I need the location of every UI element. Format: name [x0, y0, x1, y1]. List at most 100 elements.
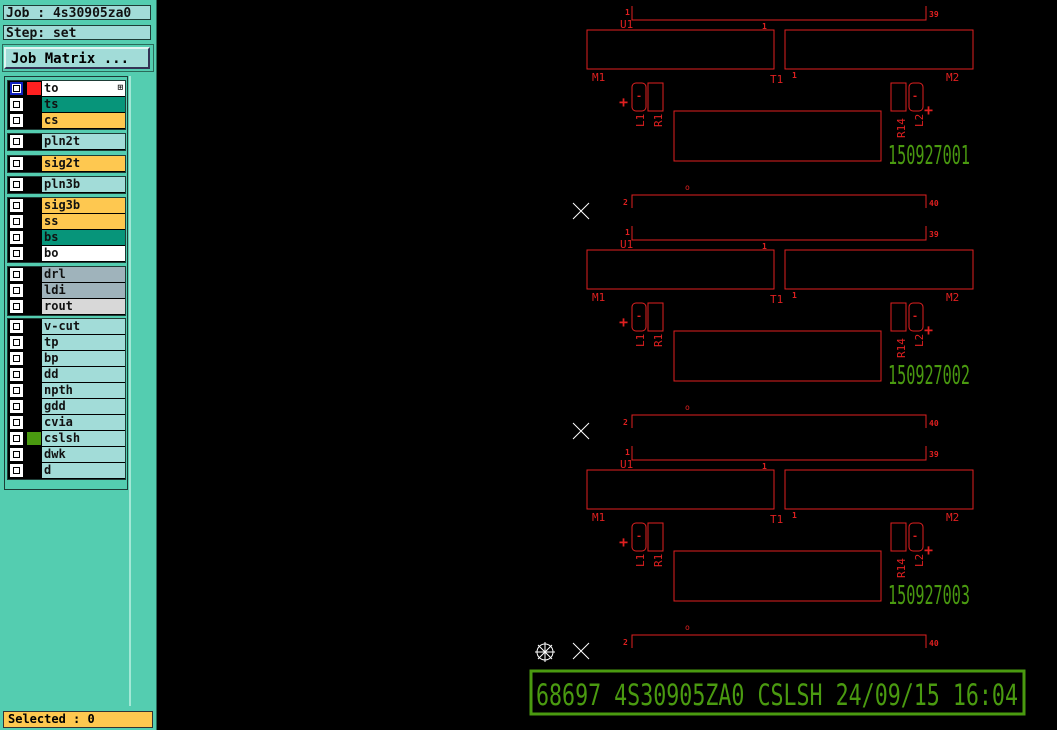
layer-checkbox[interactable] [10, 178, 23, 191]
layer-row-ss[interactable]: ss [8, 214, 125, 229]
layer-row-rout[interactable]: rout [8, 299, 125, 314]
layer-name[interactable]: dd [42, 367, 125, 382]
layer-row-v-cut[interactable]: v-cut [8, 319, 125, 334]
layer-checkbox[interactable] [10, 368, 23, 381]
pad-r14 [890, 82, 907, 112]
layer-row-to[interactable]: to⊞ [8, 81, 125, 96]
layer-checkbox[interactable] [10, 157, 23, 170]
layer-row-bo[interactable]: bo [8, 246, 125, 261]
layer-name[interactable]: cslsh [42, 431, 125, 446]
layer-checkbox[interactable] [10, 284, 23, 297]
layer-checkbox[interactable] [10, 268, 23, 281]
layer-row-pln2t[interactable]: pln2t [8, 134, 125, 149]
layer-row-npth[interactable]: npth [8, 383, 125, 398]
layer-name[interactable]: pln2t [42, 134, 125, 149]
layer-checkbox[interactable] [10, 416, 23, 429]
job-matrix-frame [2, 44, 154, 72]
pad-l1 [631, 82, 647, 112]
layer-name[interactable]: v-cut [42, 319, 125, 334]
layer-name[interactable]: bs [42, 230, 125, 245]
layer-checkbox[interactable] [10, 400, 23, 413]
layer-name[interactable]: to⊞ [42, 81, 125, 96]
layer-name[interactable]: npth [42, 383, 125, 398]
pin-label: 40 [929, 419, 939, 428]
layer-checkbox[interactable] [10, 135, 23, 148]
layer-checkbox[interactable] [10, 114, 23, 127]
refdes-u1: U1 [620, 458, 633, 471]
layer-row-d[interactable]: d [8, 463, 125, 478]
layer-name[interactable]: pln3b [42, 177, 125, 192]
layer-name[interactable]: rout [42, 299, 125, 314]
layer-row-cvia[interactable]: cvia [8, 415, 125, 430]
layer-row-cslsh[interactable]: cslsh [8, 431, 125, 446]
layer-checkbox[interactable] [10, 98, 23, 111]
layer-row-sig2t[interactable]: sig2t [8, 156, 125, 171]
polarity-plus: + [924, 101, 933, 119]
layer-checkbox[interactable] [10, 352, 23, 365]
layer-row-drl[interactable]: drl [8, 267, 125, 282]
layer-list-scrollbar[interactable] [129, 76, 155, 706]
layer-name[interactable]: ss [42, 214, 125, 229]
layer-checkbox[interactable] [10, 231, 23, 244]
layer-name[interactable]: cvia [42, 415, 125, 430]
layer-name[interactable]: d [42, 463, 125, 478]
layer-row-bp[interactable]: bp [8, 351, 125, 366]
polarity-plus: + [924, 541, 933, 559]
pin-label: 1 [792, 291, 797, 300]
layer-checkbox[interactable] [10, 82, 23, 95]
polarity-plus: + [619, 93, 628, 111]
layer-row-tp[interactable]: tp [8, 335, 125, 350]
layer-checkbox[interactable] [10, 464, 23, 477]
component-m2-outline [784, 29, 974, 70]
layer-row-cs[interactable]: cs [8, 113, 125, 128]
layer-name[interactable]: dwk [42, 447, 125, 462]
layer-name[interactable]: bp [42, 351, 125, 366]
layer-name[interactable]: cs [42, 113, 125, 128]
expand-icon[interactable]: ⊞ [117, 83, 123, 93]
layer-row-ts[interactable]: ts [8, 97, 125, 112]
layer-name[interactable]: bo [42, 246, 125, 261]
layer-row-ldi[interactable]: ldi [8, 283, 125, 298]
refdes-l1: L1 [634, 334, 647, 347]
pad-l1 [631, 522, 647, 552]
layer-row-bs[interactable]: bs [8, 230, 125, 245]
component-m1-outline [586, 469, 775, 510]
layer-name[interactable]: tp [42, 335, 125, 350]
layer-checkbox[interactable] [10, 432, 23, 445]
layer-name[interactable]: sig2t [42, 156, 125, 171]
refdes-m2: M2 [946, 291, 959, 304]
layer-checkbox[interactable] [10, 448, 23, 461]
layer-row-sig3b[interactable]: sig3b [8, 198, 125, 213]
layer-name[interactable]: ldi [42, 283, 125, 298]
layer-name[interactable]: drl [42, 267, 125, 282]
layer-name[interactable]: gdd [42, 399, 125, 414]
layer-checkbox[interactable] [10, 199, 23, 212]
layer-color-swatch [27, 82, 41, 95]
layer-checkbox[interactable] [10, 215, 23, 228]
refdes-m1: M1 [592, 511, 605, 524]
layer-name[interactable]: sig3b [42, 198, 125, 213]
pad-l2 [908, 302, 924, 332]
layer-color-swatch [27, 432, 41, 445]
pad-l2 [908, 82, 924, 112]
layer-checkbox[interactable] [10, 300, 23, 313]
pin-label: 1 [762, 242, 767, 251]
refdes-t1: T1 [770, 73, 783, 86]
layer-checkbox[interactable] [10, 247, 23, 260]
connector-bottom [631, 194, 927, 208]
connector-top [631, 446, 927, 461]
component-outline [673, 550, 882, 602]
layer-checkbox[interactable] [10, 336, 23, 349]
layer-name[interactable]: ts [42, 97, 125, 112]
refdes-t1: T1 [770, 293, 783, 306]
job-matrix-button[interactable]: Job Matrix ... [4, 47, 150, 69]
layer-checkbox[interactable] [10, 320, 23, 333]
layer-row-dd[interactable]: dd [8, 367, 125, 382]
layer-row-dwk[interactable]: dwk [8, 447, 125, 462]
layer-checkbox[interactable] [10, 384, 23, 397]
layer-row-gdd[interactable]: gdd [8, 399, 125, 414]
step-label: Step: set [3, 25, 151, 41]
layer-row-pln3b[interactable]: pln3b [8, 177, 125, 192]
